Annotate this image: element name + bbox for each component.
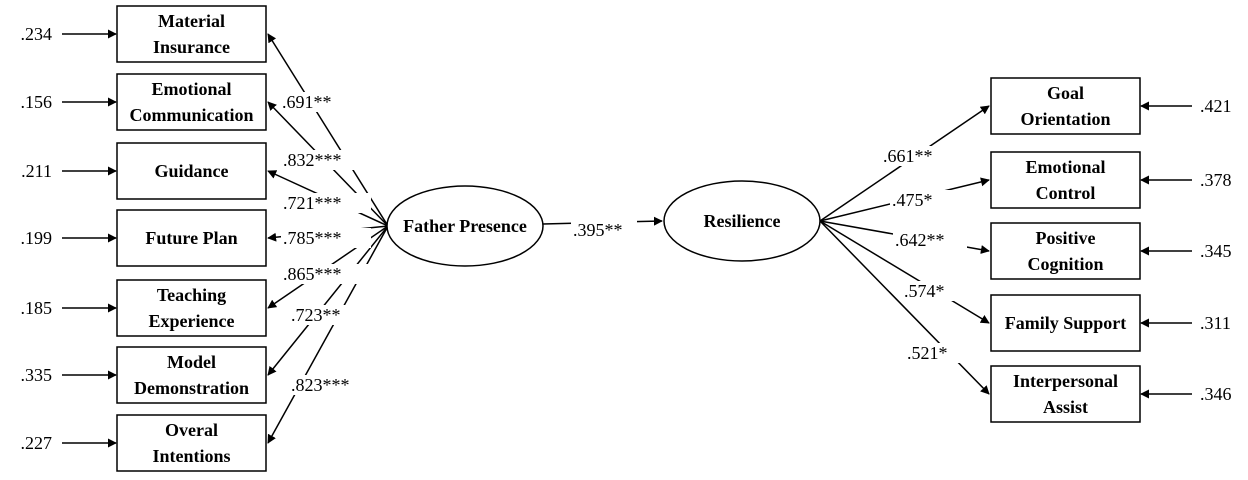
interpersonal-assist-label: Interpersonal: [1013, 371, 1118, 391]
emotional-control-loading-bg: [890, 190, 964, 210]
emotional-control-label: Control: [1036, 183, 1096, 203]
family-support-error-value: .311: [1200, 313, 1231, 333]
positive-cognition-loading-bg: [893, 230, 967, 250]
goal-orientation-label: Orientation: [1021, 109, 1111, 129]
family-support-label: Family Support: [1005, 313, 1127, 333]
teaching-experience-loading-value: .865***: [283, 264, 342, 284]
emotional-communication-error-value: .156: [21, 92, 53, 112]
interpersonal-assist-box: [990, 365, 1141, 423]
emotional-control-error-value: .378: [1200, 170, 1232, 190]
guidance-label: Guidance: [154, 161, 228, 181]
positive-cognition-box: [990, 222, 1141, 280]
teaching-experience-loading-bg: [281, 264, 371, 284]
model-demonstration-loading-bg: [289, 305, 379, 325]
material-insurance-label: Material: [158, 11, 225, 31]
path-coefficient: .395**: [573, 220, 623, 240]
future-plan-loading-bg: [281, 228, 371, 248]
positive-cognition-label: Cognition: [1027, 254, 1103, 274]
overal-intentions-label: Intentions: [152, 446, 230, 466]
guidance-box: [116, 142, 267, 200]
material-insurance-loading-value: .691**: [282, 92, 332, 112]
resilience-ellipse: [663, 180, 821, 262]
emotional-communication-label: Emotional: [151, 79, 231, 99]
interpersonal-assist-loading-value: .521*: [907, 343, 948, 363]
emotional-communication-loading-value: .832***: [283, 150, 342, 170]
teaching-experience-error-value: .185: [21, 298, 53, 318]
family-support-box: [990, 294, 1141, 352]
guidance-loading-value: .721***: [283, 193, 342, 213]
overal-intentions-loading-value: .823***: [291, 375, 350, 395]
goal-orientation-label: Goal: [1047, 83, 1084, 103]
overal-intentions-loading-bg: [289, 375, 379, 395]
teaching-experience-box: [116, 279, 267, 337]
family-support-loading-arrow: [819, 220, 990, 324]
teaching-experience-label: Experience: [149, 311, 235, 331]
guidance-error-value: .211: [21, 161, 52, 181]
model-demonstration-loading-arrow: [267, 225, 389, 376]
resilience-label: Resilience: [704, 211, 781, 231]
father-presence-ellipse: [386, 185, 544, 267]
emotional-control-box: [990, 151, 1141, 209]
positive-cognition-error-value: .345: [1200, 241, 1232, 261]
model-demonstration-box: [116, 346, 267, 404]
emotional-control-label: Emotional: [1025, 157, 1105, 177]
teaching-experience-label: Teaching: [157, 285, 226, 305]
material-insurance-label: Insurance: [153, 37, 230, 57]
interpersonal-assist-loading-bg: [905, 343, 979, 363]
goal-orientation-box: [990, 77, 1141, 135]
future-plan-label: Future Plan: [145, 228, 237, 248]
emotional-communication-loading-bg: [281, 150, 371, 170]
future-plan-loading-value: .785***: [283, 228, 342, 248]
nodes-layer: Father Presence Resilience MaterialInsur…: [116, 5, 1141, 472]
model-demonstration-loading-value: .723**: [291, 305, 341, 325]
goal-orientation-loading-value: .661**: [883, 146, 933, 166]
model-demonstration-label: Demonstration: [134, 378, 249, 398]
father-presence-label: Father Presence: [403, 216, 527, 236]
overal-intentions-box: [116, 414, 267, 472]
material-insurance-box: [116, 5, 267, 63]
goal-orientation-error-value: .421: [1200, 96, 1232, 116]
model-demonstration-label: Model: [167, 352, 216, 372]
family-support-loading-bg: [902, 281, 976, 301]
interpersonal-assist-error-value: .346: [1200, 384, 1232, 404]
family-support-loading-value: .574*: [904, 281, 945, 301]
emotional-communication-label: Communication: [129, 105, 253, 125]
emotional-communication-box: [116, 73, 267, 131]
positive-cognition-loading-value: .642**: [895, 230, 945, 250]
model-demonstration-error-value: .335: [21, 365, 53, 385]
overal-intentions-error-value: .227: [21, 433, 53, 453]
future-plan-box: [116, 209, 267, 267]
overal-intentions-loading-arrow: [267, 225, 389, 444]
material-insurance-loading-bg: [280, 92, 370, 112]
material-insurance-error-value: .234: [21, 24, 53, 44]
positive-cognition-label: Positive: [1036, 228, 1096, 248]
interpersonal-assist-label: Assist: [1043, 397, 1088, 417]
interpersonal-assist-loading-arrow: [819, 220, 990, 395]
labels-layer: .234 .691** .156 .832*** .211 .721*** .199 .785…: [21, 24, 1232, 453]
overal-intentions-label: Overal: [165, 420, 218, 440]
goal-orientation-loading-bg: [881, 146, 955, 166]
future-plan-error-value: .199: [21, 228, 53, 248]
guidance-loading-bg: [281, 193, 371, 213]
path-coefficient-bg: [571, 219, 637, 239]
emotional-control-loading-value: .475*: [892, 190, 933, 210]
